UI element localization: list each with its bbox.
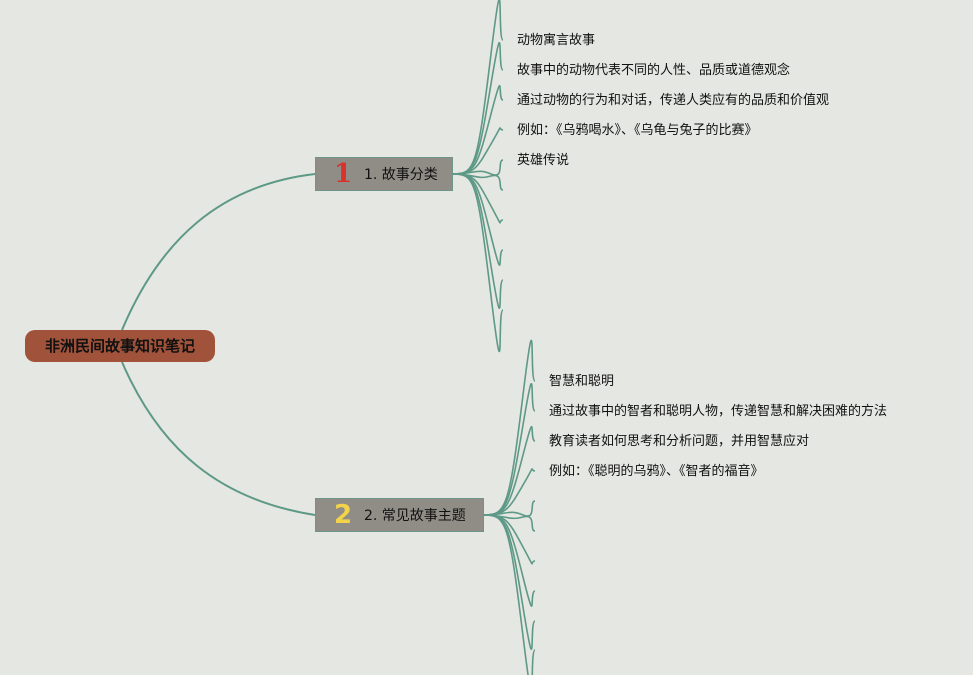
leaf-node[interactable]: 例如：《乌鸦喝水》、《乌龟与兔子的比赛》 — [517, 123, 758, 138]
fan-connector — [452, 173, 504, 191]
fan-connector — [483, 514, 536, 650]
root-node[interactable]: 非洲民间故事知识笔记 — [25, 330, 215, 362]
fan-connector — [452, 0, 504, 175]
branch2-fan — [483, 339, 536, 675]
leaf-node[interactable]: 通过故事中的智者和聪明人物，传递智慧和解决困难的方法 — [549, 404, 888, 419]
leaf-node[interactable]: 例如：《聪明的乌鸦》、《智者的福音》 — [549, 464, 764, 479]
leaf-node[interactable]: 智慧和聪明 — [549, 374, 615, 389]
number-1-icon: 1 — [333, 159, 353, 189]
branch1-fan — [452, 0, 504, 353]
connector-root-branch2 — [121, 361, 316, 516]
fan-connector — [483, 468, 536, 516]
number-2-icon: 2 — [333, 500, 353, 530]
fan-connector — [483, 382, 536, 516]
leaf-node[interactable]: 英雄传说 — [517, 153, 570, 168]
connector-root-branch1 — [121, 173, 316, 331]
branch-label: 1. 故事分类 — [364, 167, 438, 183]
fan-connector — [483, 339, 536, 516]
leaf-node[interactable]: 动物寓言故事 — [517, 33, 596, 48]
branch-node-common-themes[interactable]: 2 2. 常见故事主题 — [315, 498, 484, 532]
fan-connector — [452, 173, 504, 309]
leaf-node[interactable]: 故事中的动物代表不同的人性、品质或道德观念 — [517, 63, 791, 78]
leaf-node[interactable]: 通过动物的行为和对话，传递人类应有的品质和价值观 — [517, 93, 830, 108]
fan-connector — [452, 41, 504, 175]
fan-connector — [452, 127, 504, 175]
branch-node-story-categories[interactable]: 1 1. 故事分类 — [315, 157, 453, 191]
fan-connector — [452, 173, 504, 353]
fan-connector — [452, 85, 504, 175]
branch-label: 2. 常见故事主题 — [364, 508, 466, 524]
leaf-node[interactable]: 教育读者如何思考和分析问题，并用智慧应对 — [549, 434, 810, 449]
fan-connector — [483, 500, 536, 517]
fan-connector — [483, 426, 536, 516]
fan-connector — [483, 514, 536, 607]
fan-connector — [483, 514, 536, 532]
fan-connector — [483, 514, 536, 675]
fan-connector — [452, 173, 504, 266]
fan-connector — [452, 159, 504, 176]
